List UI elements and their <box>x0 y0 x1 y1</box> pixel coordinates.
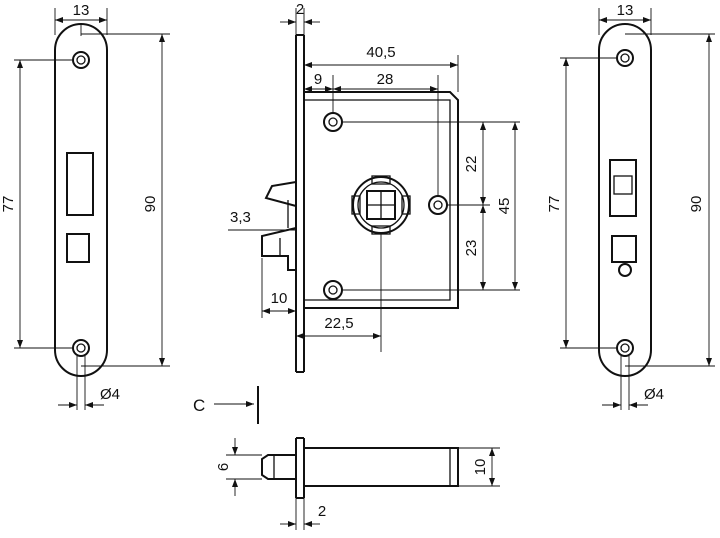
dim-body-thickness: 10 <box>472 459 489 476</box>
dim-body-width: 40,5 <box>366 44 395 61</box>
view-label: C <box>193 396 205 415</box>
dim-right-hole: Ø4 <box>644 386 664 403</box>
dim-plate-thickness-top: 2 <box>296 1 304 18</box>
dim-right-height-holes: 77 <box>546 196 563 213</box>
dim-plate-thickness-bottom: 2 <box>318 503 326 520</box>
dim-right-height-total: 90 <box>688 196 705 213</box>
dim-upper-to-spindle: 22 <box>463 156 480 173</box>
dim-latch-offset: 3,3 <box>230 209 251 226</box>
dim-backset-holes: 28 <box>377 71 394 88</box>
dim-left-width: 13 <box>73 2 90 19</box>
dim-left-height-holes: 77 <box>0 196 17 213</box>
dim-latch-height: 6 <box>215 463 232 471</box>
dim-backset-small: 9 <box>314 71 322 88</box>
right-faceplate: 13 77 90 Ø4 <box>546 2 715 410</box>
dim-lower-to-spindle: 23 <box>463 240 480 257</box>
dim-left-hole: Ø4 <box>100 386 120 403</box>
dim-holes-span: 45 <box>496 198 513 215</box>
dim-left-height-total: 90 <box>142 196 159 213</box>
bottom-view: 6 10 2 <box>215 437 500 530</box>
left-faceplate: 13 77 90 Ø4 <box>0 2 170 410</box>
dim-spindle-backset: 22,5 <box>324 315 353 332</box>
front-view: 2 40,5 9 28 22 23 45 3,3 10 22,5 <box>228 1 520 373</box>
view-c-indicator: C <box>193 386 259 424</box>
dim-right-width: 13 <box>617 2 634 19</box>
dim-latch-projection: 10 <box>271 290 288 307</box>
